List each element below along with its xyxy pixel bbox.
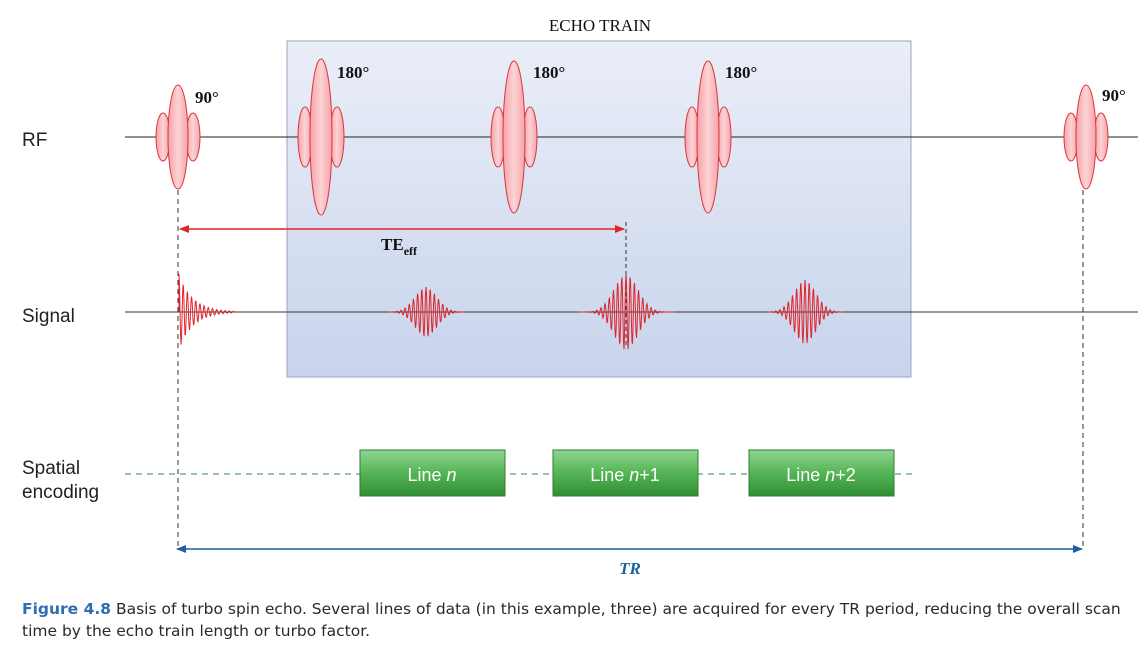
rf-pulse-180-3	[684, 60, 732, 214]
signal-echo-1	[387, 286, 465, 337]
pulse-label-90-start: 90°	[195, 88, 219, 107]
pulse-label-90-end: 90°	[1102, 86, 1126, 105]
figure-caption: Figure 4.8 Basis of turbo spin echo. Sev…	[22, 598, 1132, 642]
echo-train-title: ECHO TRAIN	[549, 16, 651, 35]
signal-echo-3	[766, 279, 844, 344]
rf-pulse-180-2	[490, 60, 538, 214]
figure-label: Figure 4.8	[22, 600, 112, 618]
rf-pulse-90-end	[1063, 84, 1109, 190]
echo-train-box	[286, 40, 912, 378]
signal-echo-2	[578, 273, 674, 350]
pulse-label-180-3: 180°	[725, 63, 757, 82]
svg-text:Line n+1: Line n+1	[590, 465, 660, 485]
signal-fid	[178, 273, 236, 345]
pulse-label-180-1: 180°	[337, 63, 369, 82]
line-block-2: Line n+1	[552, 449, 699, 497]
line-block-1: Line n	[359, 449, 506, 497]
line-block-3: Line n+2	[748, 449, 895, 497]
row-label-signal: Signal	[22, 306, 75, 327]
svg-text:Line n+2: Line n+2	[786, 465, 856, 485]
te-eff-label: TEeff	[381, 235, 418, 258]
rf-pulse-90-start	[155, 84, 201, 190]
row-label-rf: RF	[22, 130, 47, 151]
tr-label: TR	[619, 559, 641, 578]
pulse-label-180-2: 180°	[533, 63, 565, 82]
svg-text:Line n: Line n	[407, 465, 456, 485]
row-label-spatial: Spatial	[22, 458, 80, 479]
turbo-spin-echo-diagram: ECHO TRAIN RF Signal Spatial encoding 90…	[22, 16, 1138, 578]
rf-pulse-180-1	[297, 58, 345, 216]
row-label-encoding: encoding	[22, 482, 99, 503]
figure-caption-text: Basis of turbo spin echo. Several lines …	[22, 600, 1121, 640]
